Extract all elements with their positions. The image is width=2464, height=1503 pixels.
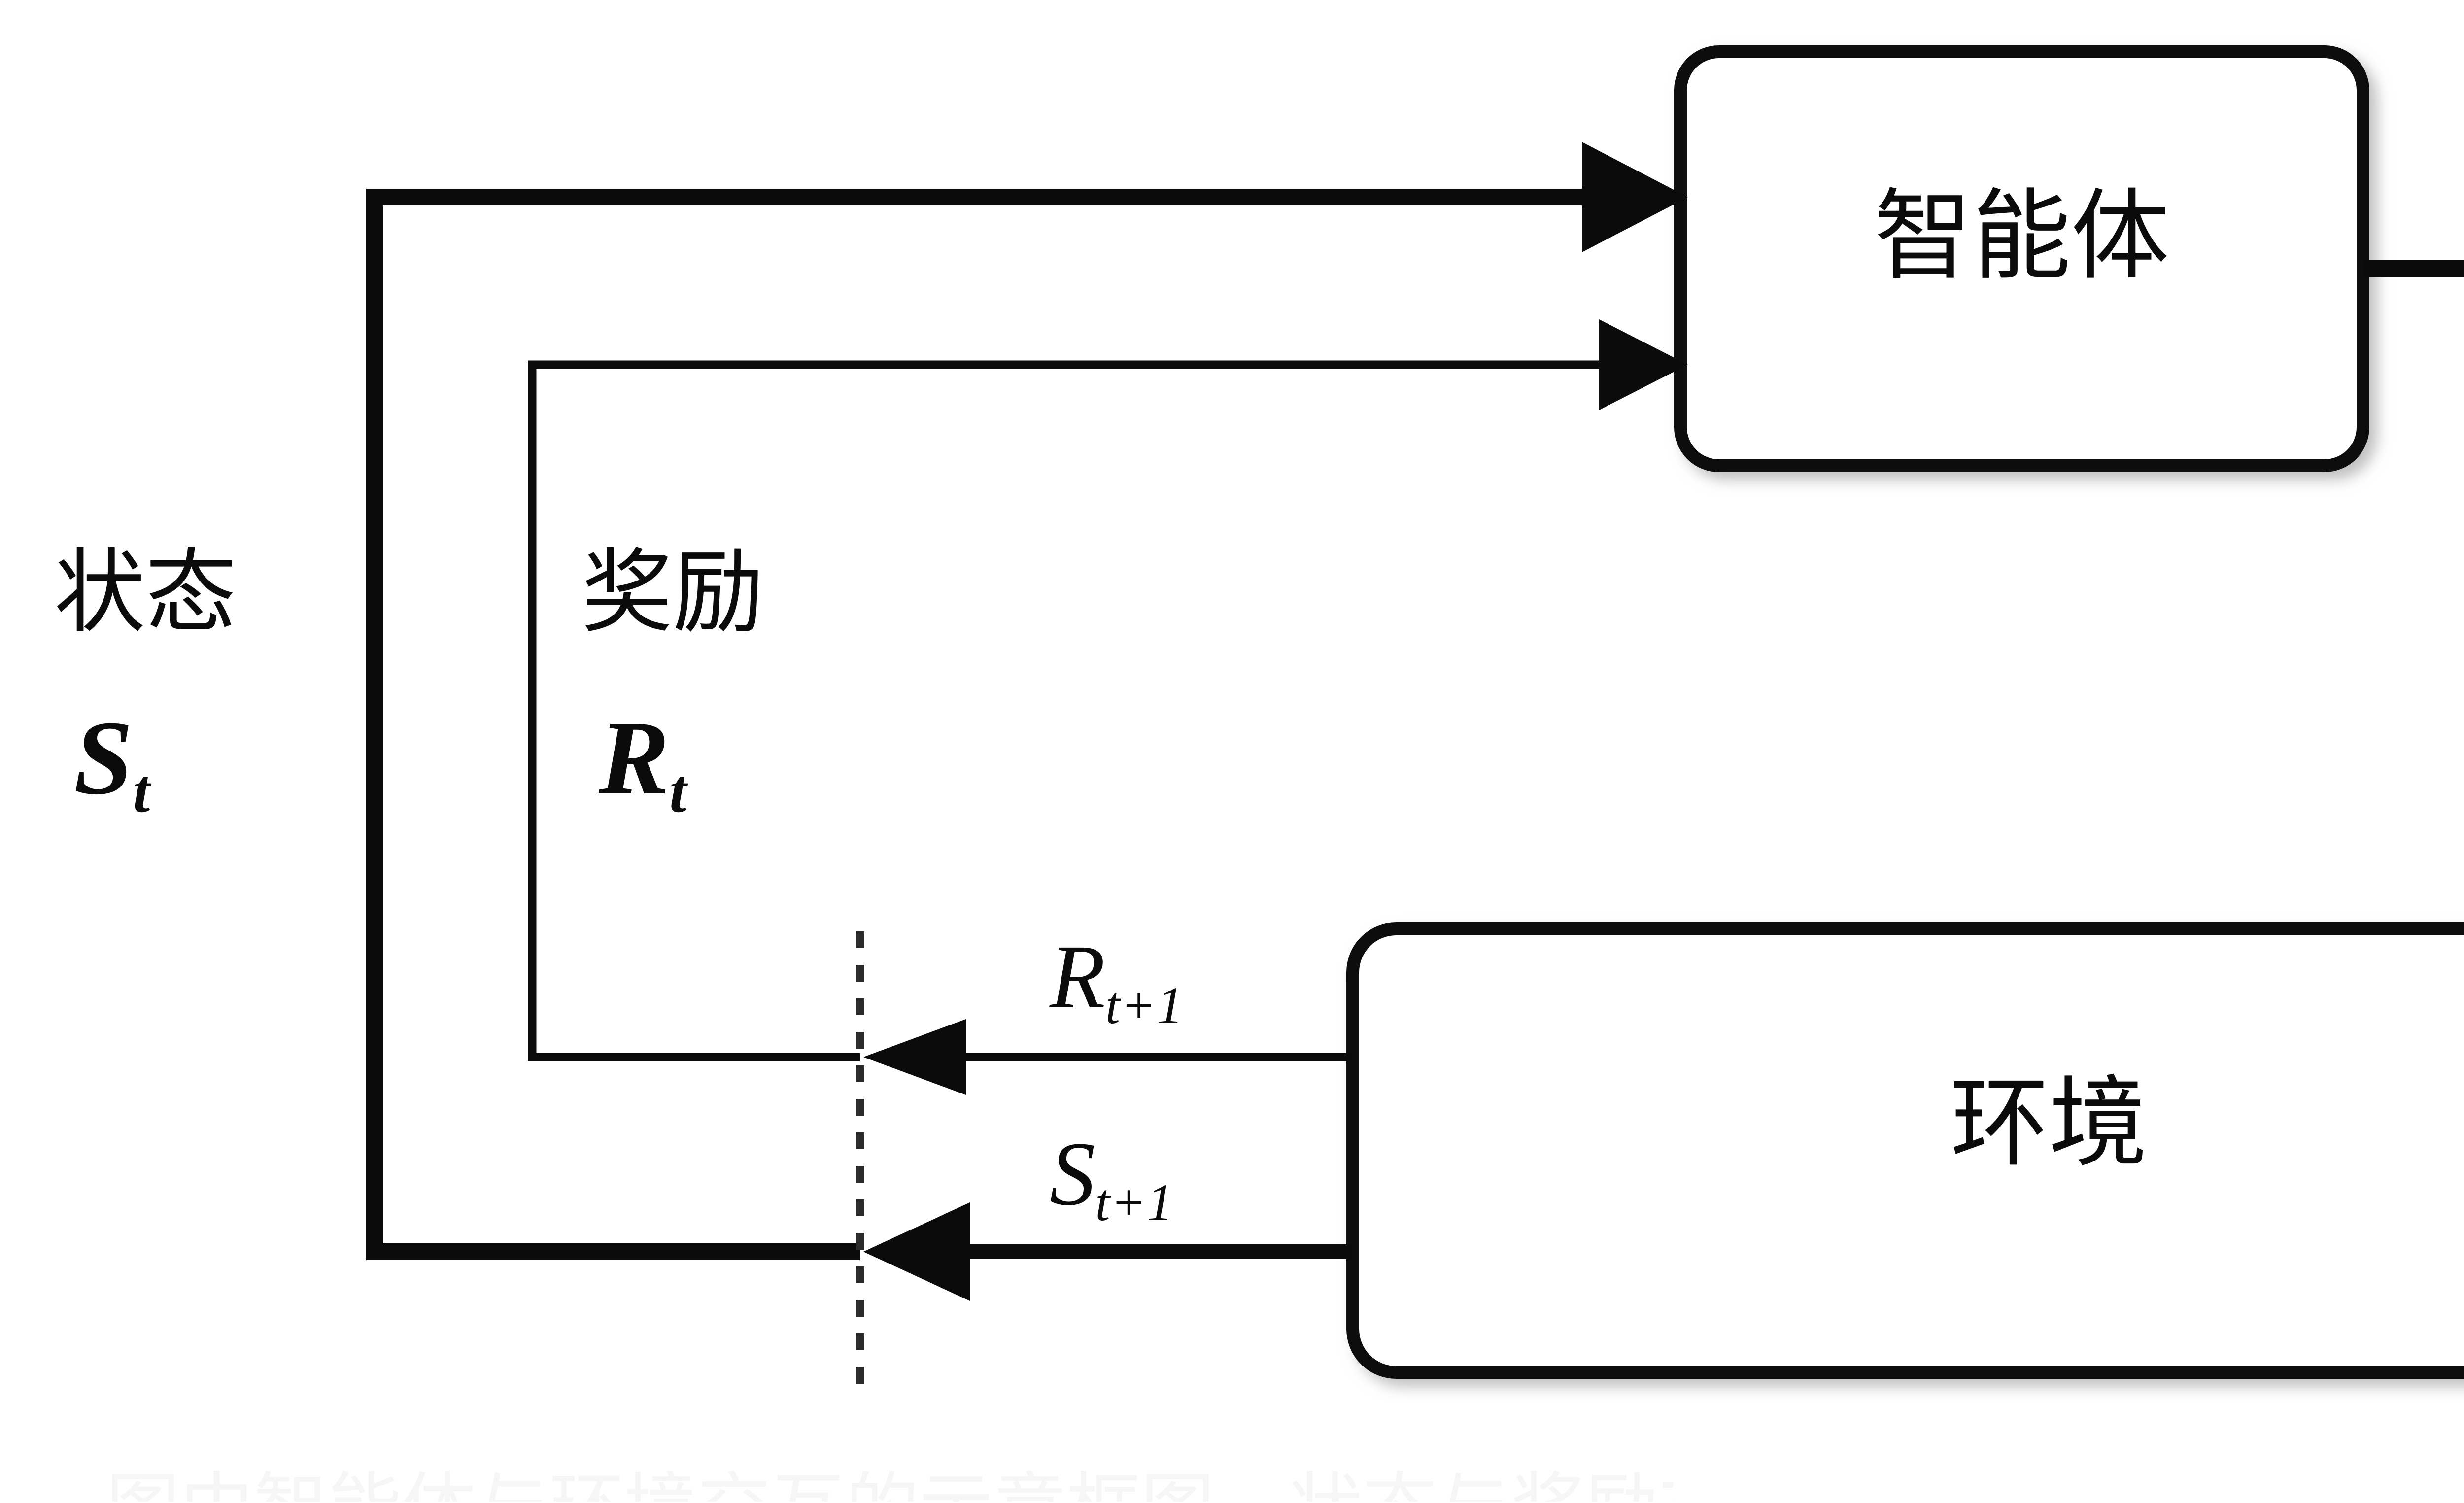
agent-label: 智能体 (1874, 179, 2170, 294)
state-next-symbol-base: S (1050, 1124, 1095, 1225)
figure-caption-sliver: 图中智能体与环境交互的示意框图，状态与奖励在时间步之间传递 (106, 1471, 1673, 1502)
reward-next-symbol-base: R (1050, 926, 1106, 1027)
state-next-emission-path (863, 1202, 1353, 1301)
state-feedback-path (366, 142, 1688, 1260)
reward-next-symbol-subscript: t+1 (1105, 976, 1184, 1035)
environment-label: 环境 (1950, 1066, 2148, 1181)
environment-box-shape (1346, 922, 2464, 1379)
agent-box[interactable] (1674, 45, 2369, 472)
reward-label: 奖励 (582, 539, 764, 646)
state-path-line (366, 189, 1616, 1260)
reward-symbol-subscript: t (669, 757, 687, 825)
reward-arrowhead-icon (1599, 319, 1688, 410)
reward-feedback-path (528, 319, 1688, 1061)
reward-symbol: Rt (599, 705, 687, 822)
state-next-symbol: St+1 (1050, 1128, 1174, 1229)
reward-path-line (528, 360, 1626, 1061)
reward-next-symbol: Rt+1 (1050, 931, 1184, 1032)
environment-box[interactable] (1346, 922, 2464, 1379)
reward-symbol-base: R (599, 699, 670, 817)
state-symbol: St (74, 705, 150, 822)
state-next-symbol-subscript: t+1 (1095, 1173, 1174, 1232)
state-symbol-base: S (74, 699, 133, 817)
state-label: 状态 (54, 539, 237, 646)
state-next-arrowhead-icon (863, 1202, 970, 1301)
state-symbol-subscript: t (133, 757, 151, 825)
state-arrowhead-icon (1582, 142, 1688, 252)
reward-next-arrowhead-icon (863, 1019, 966, 1095)
agent-box-shape (1674, 45, 2369, 472)
reward-next-emission-path (863, 1019, 1353, 1095)
